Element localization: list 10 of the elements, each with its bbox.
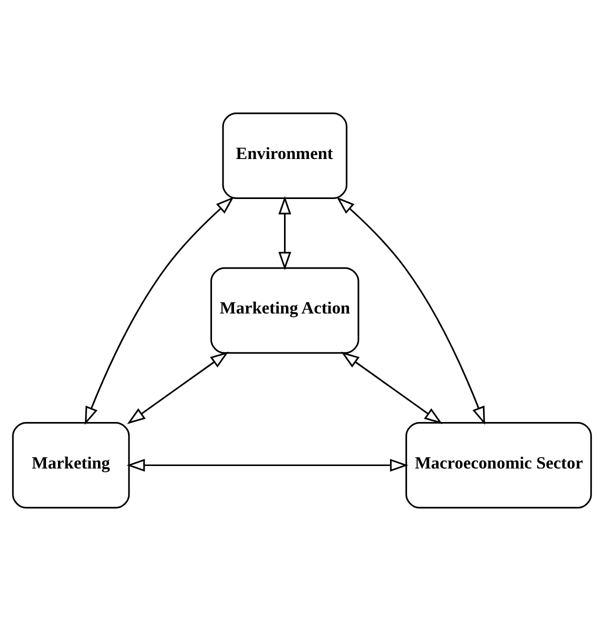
arrow xyxy=(340,351,442,424)
arrow xyxy=(126,458,408,472)
arrow xyxy=(127,351,229,424)
node-box: Marketing Action xyxy=(210,266,360,354)
arrow xyxy=(336,196,486,424)
node-box: Marketing xyxy=(12,422,130,508)
arrow xyxy=(84,196,234,424)
node-box: Macroeconomic Sector xyxy=(405,422,592,508)
node-box: Environment xyxy=(222,112,348,198)
arrow xyxy=(278,196,292,270)
